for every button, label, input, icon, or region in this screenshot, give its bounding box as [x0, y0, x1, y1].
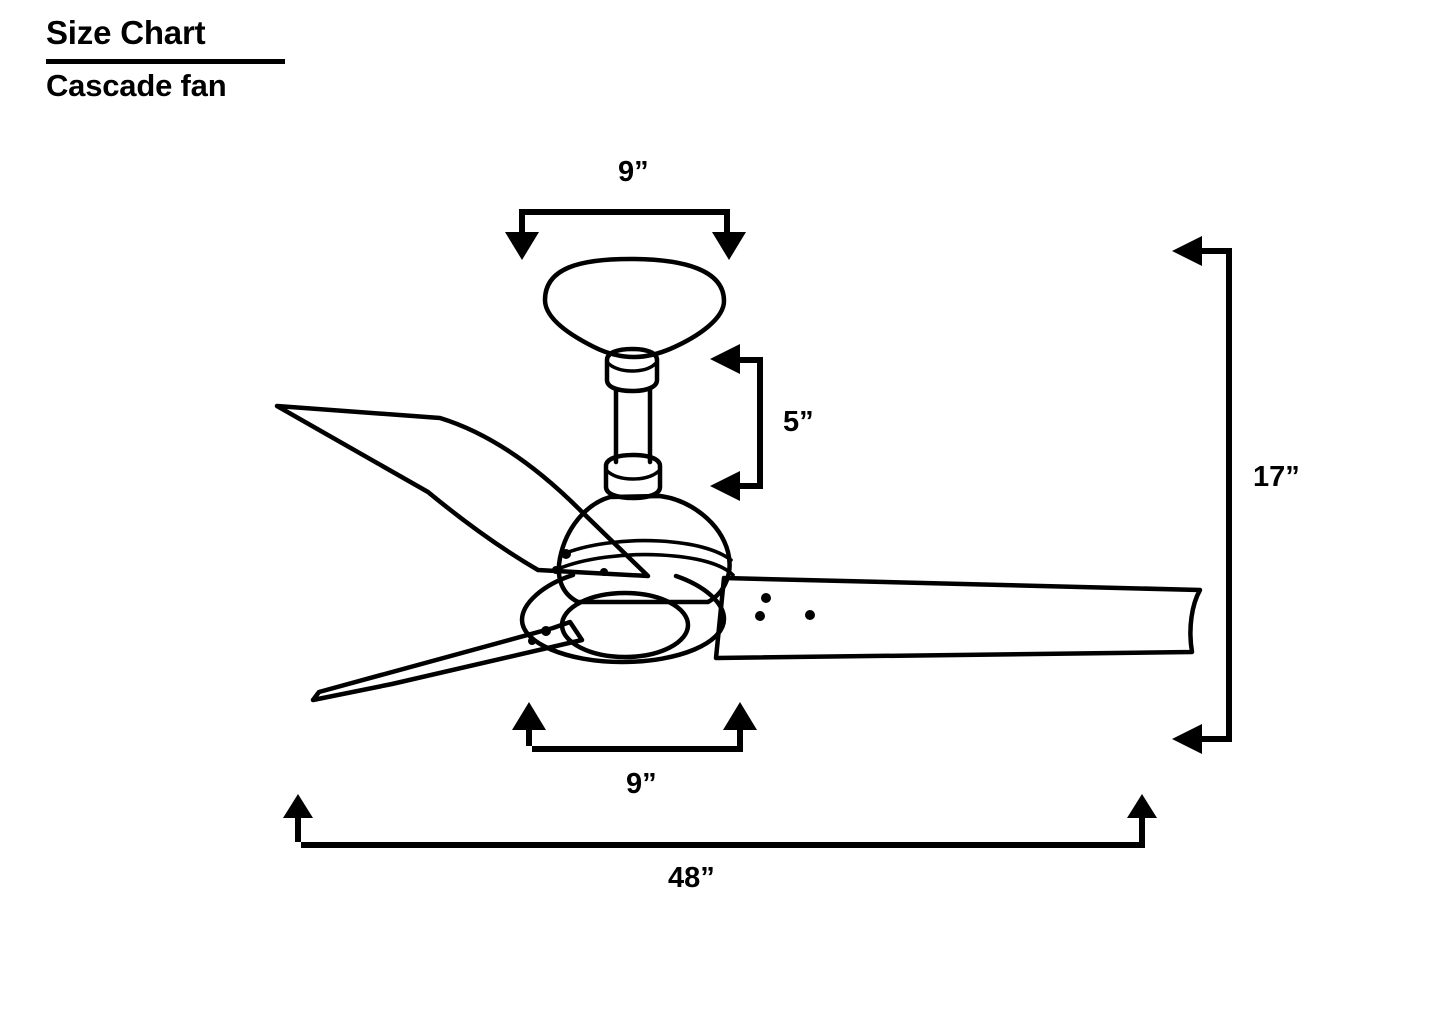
dimension-label-canopy-width: 9”: [618, 156, 649, 188]
blade-screw-right-2: [755, 611, 765, 621]
dimension-label-downrod-length: 5”: [783, 406, 814, 438]
dimension-bracket-housing-width: [512, 702, 757, 752]
fan-blade-lower-left: [310, 619, 585, 703]
dimension-label-blade-span: 48”: [668, 862, 715, 894]
dimension-bracket-blade-span: [283, 794, 1157, 848]
motor-housing-dome: [556, 493, 732, 605]
bracket-line-bottom-9: [526, 730, 743, 752]
dimension-label-housing-width: 9”: [626, 768, 657, 800]
title-block: Size Chart Cascade fan: [46, 14, 285, 103]
bracket-line-bottom-9-right-stub: [737, 730, 743, 752]
bracket-line-17: [1200, 248, 1232, 742]
blade-screw-right-3: [805, 610, 815, 620]
blade-screw-upper-left-2: [552, 566, 560, 574]
arrow-head-left-top-17: [1172, 236, 1202, 266]
fan-blade-right: [713, 575, 1203, 661]
dimension-bracket-overall-height: [1172, 236, 1232, 754]
arrow-head-left-top-5: [710, 344, 740, 374]
lower-collar-seam: [604, 468, 662, 481]
blade-screw-lower-left-1: [541, 626, 551, 636]
motor-housing-band-lower: [556, 552, 735, 577]
bracket-line-top-9: [519, 209, 730, 237]
arrow-head-left-bottom-5: [710, 471, 740, 501]
fan-blade-upper-left: [274, 403, 651, 579]
blade-screw-upper-left-1: [561, 549, 571, 559]
upper-collar-seam: [605, 360, 659, 373]
downrod: [613, 386, 653, 465]
dimension-brackets: [283, 209, 1232, 848]
dimension-label-overall-height: 17”: [1253, 461, 1300, 493]
bracket-line-5-lower-stub: [736, 483, 757, 489]
title-divider: [46, 58, 285, 64]
bracket-line-5: [736, 357, 763, 489]
arrow-head-up-left-48: [283, 794, 313, 818]
arrow-head-down-right-9: [712, 232, 746, 260]
arrow-head-up-left-9: [512, 702, 546, 730]
dimension-bracket-canopy-width: [505, 209, 746, 260]
ceiling-fan-illustration: [274, 256, 1203, 703]
arrow-head-up-right-48: [1127, 794, 1157, 818]
arrow-head-left-bottom-17: [1172, 724, 1202, 754]
product-name: Cascade fan: [46, 67, 227, 103]
blade-screw-upper-left-3: [600, 568, 608, 576]
bracket-line-48-right-stub: [1139, 812, 1145, 848]
arrow-head-up-right-9: [723, 702, 757, 730]
bracket-line-17-lower-stub: [1200, 736, 1226, 742]
arrow-head-down-left-9: [505, 232, 539, 260]
bracket-line-48: [295, 812, 1145, 848]
blade-screw-lower-left-2: [528, 637, 536, 645]
page-title: Size Chart: [46, 14, 206, 51]
blade-screw-right-1: [761, 593, 771, 603]
canopy-dome: [542, 256, 727, 360]
motor-housing-band: [559, 538, 733, 562]
dimension-bracket-downrod-length: [710, 344, 763, 501]
